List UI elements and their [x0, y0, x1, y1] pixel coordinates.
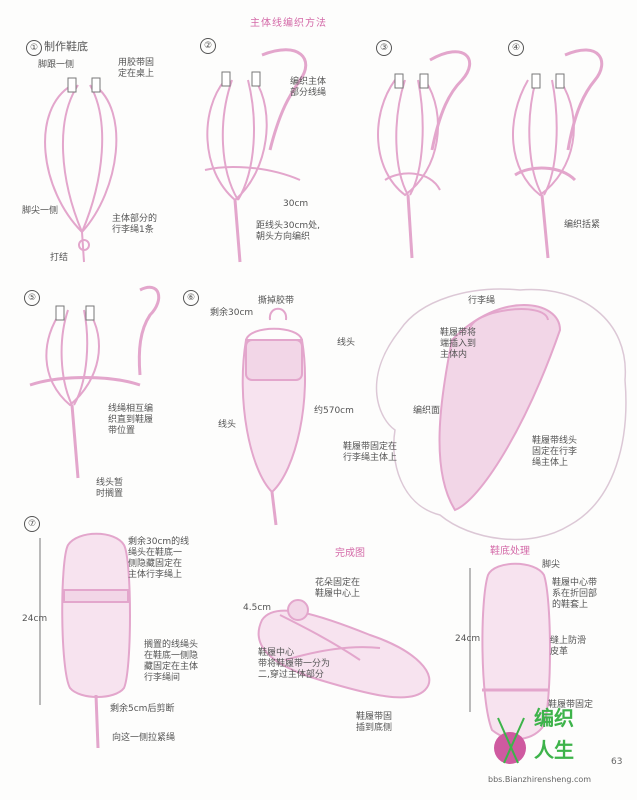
step-2-header: ②: [200, 38, 218, 54]
callout-bubble: [375, 288, 627, 541]
step-5-drawing: [29, 285, 161, 479]
site-logo: 编织 人生: [488, 702, 606, 774]
step-5-number: ⑤: [24, 290, 40, 306]
note-cut-5cm: 剩余5cm后剪断: [110, 704, 175, 714]
note-weave-face: 编织面: [413, 406, 441, 416]
note-strap-split: 鞋履中心 带将鞋履带一分为 二,穿过主体部分: [258, 648, 331, 680]
note-30cm: 30cm: [283, 199, 309, 209]
note-knot: 打结: [50, 253, 69, 263]
note-strap-insert-bottom: 鞋履带固 插到底侧: [356, 712, 393, 733]
note-strap-fixed-bottom: 鞋履带固定: [548, 700, 594, 710]
note-strap-end-fixed: 鞋履带线头 固定在行李 绳主体上: [532, 436, 578, 468]
note-center-strap-tie: 鞋履中心带 系在折回部 的鞋套上: [552, 578, 598, 610]
note-remove-tape: 撕掉胶带: [258, 296, 295, 306]
note-hide-set-aside: 搁置的线绳头 在鞋底一侧隐 藏固定在主体 行李绳间: [144, 640, 199, 683]
step-4-drawing: [512, 48, 604, 259]
note-heel-side: 脚跟一侧: [38, 60, 75, 70]
yarn-ball-icon: [494, 717, 526, 764]
note-toe-side: 脚尖一侧: [22, 206, 59, 216]
step-7-header: ⑦: [24, 516, 42, 532]
finished-label: 完成图: [335, 548, 365, 559]
note-tape-fix: 用胶带固 定在桌上: [118, 58, 155, 79]
step-6-header: ⑥: [183, 290, 201, 306]
logo-line-2: 人生: [534, 738, 574, 762]
step-7-drawing: [39, 532, 131, 749]
sole-label: 鞋底处理: [490, 546, 530, 557]
note-weave-main: 编织主体 部分线绳: [290, 77, 327, 98]
step-6-number: ⑥: [183, 290, 199, 306]
page-title: 主体线编织方法: [250, 18, 327, 29]
finished-drawing: [257, 599, 431, 699]
step-3-header: ③: [376, 40, 394, 56]
page-number: 63: [611, 757, 623, 767]
step-5-header: ⑤: [24, 290, 42, 306]
step-7-number: ⑦: [24, 516, 40, 532]
step-4-number: ④: [508, 40, 524, 56]
note-weave-until-strap: 线绳相互编 织直到鞋履 带位置: [108, 404, 154, 436]
note-thread-end-b: 线头: [218, 420, 237, 430]
note-main-cord: 主体部分的 行李绳1条: [112, 214, 158, 235]
note-24cm-a: 24cm: [22, 614, 48, 624]
step-3-drawing: [377, 50, 472, 259]
note-4-5cm: 4.5cm: [243, 603, 272, 613]
note-remain-30cm: 剩余30cm: [210, 308, 254, 318]
note-weave-tight: 编织括紧: [564, 220, 601, 230]
step-3-number: ③: [376, 40, 392, 56]
note-thread-end-a: 线头: [337, 338, 356, 348]
sole-drawing: [469, 562, 551, 741]
note-set-aside: 线头暂 时搁置: [96, 478, 124, 499]
step-1-drawing: [44, 77, 118, 263]
note-pull-tight: 向这一侧拉紧绳: [112, 733, 176, 743]
note-flower-fixed: 花朵固定在 鞋履中心上: [315, 578, 361, 599]
note-remain-30cm-hide: 剩余30cm的线 绳头在鞋底一 侧隐藏固定在 主体行李绳上: [128, 537, 190, 580]
step-1-label: 制作鞋底: [44, 40, 88, 53]
note-luggage-cord: 行李绳: [468, 296, 496, 306]
step-2-drawing: [204, 48, 308, 263]
note-570cm: 约570cm: [314, 406, 354, 416]
note-strap-fixed: 鞋履带固定在 行李绳主体上: [343, 442, 398, 463]
step-1-number: ①: [26, 40, 42, 56]
note-24cm-b: 24cm: [455, 634, 481, 644]
step-6-drawing: [241, 307, 306, 526]
note-strap-insert: 鞋履带将 端插入到 主体内: [440, 328, 477, 360]
note-weave-direction: 距线头30cm处, 朝头方向编织: [256, 221, 321, 242]
site-url[interactable]: bbs.Bianzhirensheng.com: [488, 775, 592, 784]
step-4-header: ④: [508, 40, 526, 56]
logo-line-1: 编织: [534, 706, 574, 730]
note-toe: 脚尖: [542, 560, 561, 570]
note-anti-slip: 缝上防滑 皮革: [550, 636, 587, 657]
step-2-number: ②: [200, 38, 216, 54]
